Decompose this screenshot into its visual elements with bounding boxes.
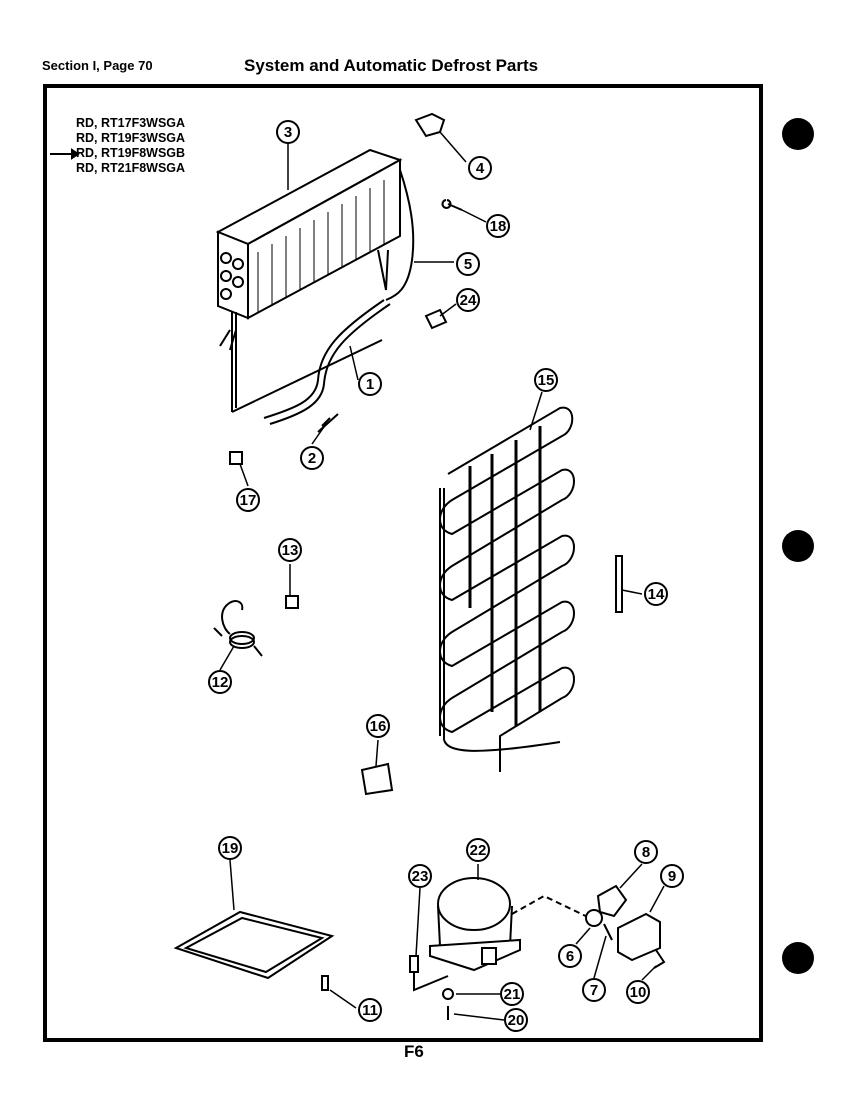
svg-text:19: 19 — [222, 840, 239, 857]
svg-text:13: 13 — [282, 542, 299, 559]
svg-text:1: 1 — [366, 376, 374, 393]
part-16-drawing — [360, 762, 394, 796]
support-lines — [413, 972, 449, 992]
callout-18: 18 — [486, 214, 510, 238]
callout-21: 21 — [500, 982, 524, 1006]
svg-text:9: 9 — [668, 868, 676, 885]
model-item: RD, RT19F8WSGB — [76, 146, 186, 160]
section-page-label: Section I, Page 70 — [42, 58, 153, 73]
callout-13: 13 — [278, 538, 302, 562]
callout-9: 9 — [660, 864, 684, 888]
model-item: RD, RT19F3WSGA — [76, 131, 186, 145]
callout-8: 8 — [634, 840, 658, 864]
callout-24: 24 — [456, 288, 480, 312]
svg-text:11: 11 — [362, 1002, 378, 1019]
part-2-drawing — [317, 413, 339, 433]
svg-text:5: 5 — [464, 256, 472, 273]
svg-text:16: 16 — [370, 718, 387, 735]
svg-text:3: 3 — [284, 124, 292, 141]
svg-text:2: 2 — [308, 450, 316, 467]
punch-hole — [782, 118, 814, 150]
callout-7: 7 — [582, 978, 606, 1002]
part-18-drawing — [441, 199, 463, 211]
part-9-drawing — [617, 912, 661, 962]
callout-22: 22 — [466, 838, 490, 862]
part-7-drawing — [603, 923, 613, 941]
callout-10: 10 — [626, 980, 650, 1004]
svg-text:8: 8 — [642, 844, 650, 861]
svg-text:20: 20 — [508, 1012, 525, 1029]
part-13-drawing — [285, 595, 299, 609]
compressor-drawing — [429, 877, 521, 972]
svg-text:12: 12 — [212, 674, 229, 691]
model-item: RD, RT17F3WSGA — [76, 116, 186, 130]
callout-14: 14 — [644, 582, 668, 606]
part-17-drawing — [229, 451, 243, 465]
part-8-drawing — [596, 884, 628, 918]
callout-12: 12 — [208, 670, 232, 694]
svg-text:4: 4 — [476, 160, 485, 177]
callout-6: 6 — [558, 944, 582, 968]
callout-5: 5 — [456, 252, 480, 276]
condenser-drawing — [439, 406, 575, 772]
svg-text:21: 21 — [504, 986, 521, 1003]
part-19-drawing — [173, 910, 335, 980]
callout-15: 15 — [534, 368, 558, 392]
callout-23: 23 — [408, 864, 432, 888]
callout-11: 11 — [358, 998, 382, 1022]
relay-connection — [511, 894, 595, 921]
defrost-heater-drawing — [219, 249, 391, 425]
callout-19: 19 — [218, 836, 242, 860]
callout-3: 3 — [276, 120, 300, 144]
punch-hole — [782, 942, 814, 974]
punch-hole — [782, 530, 814, 562]
svg-text:17: 17 — [240, 492, 257, 509]
harness-wire-drawing — [385, 169, 415, 301]
callout-17: 17 — [236, 488, 260, 512]
part-21-drawing — [442, 988, 454, 1000]
svg-text:18: 18 — [490, 218, 507, 235]
callout-2: 2 — [300, 446, 324, 470]
svg-text:6: 6 — [566, 948, 574, 965]
svg-text:22: 22 — [470, 842, 487, 859]
callout-20: 20 — [504, 1008, 528, 1032]
model-list: RD, RT17F3WSGA RD, RT19F3WSGA RD, RT19F8… — [76, 116, 185, 176]
model-item: RD, RT21F8WSGA — [76, 161, 186, 175]
part-4-drawing — [414, 112, 446, 138]
part-14-drawing — [615, 555, 623, 613]
part-11-drawing — [321, 975, 329, 991]
leader-lines — [219, 131, 665, 1021]
svg-text:14: 14 — [648, 586, 665, 603]
part-23-drawing — [409, 955, 419, 973]
callout-4: 4 — [468, 156, 492, 180]
callout-1: 1 — [358, 372, 382, 396]
svg-text:24: 24 — [460, 292, 477, 309]
page-id-label: F6 — [396, 1042, 432, 1062]
callout-16: 16 — [366, 714, 390, 738]
part-6-drawing — [585, 909, 603, 927]
page-title: System and Automatic Defrost Parts — [244, 56, 539, 75]
model-pointer-arrowhead — [71, 148, 80, 160]
part-10-drawing — [653, 949, 666, 969]
svg-text:7: 7 — [590, 982, 598, 999]
svg-text:15: 15 — [538, 372, 555, 389]
svg-text:10: 10 — [630, 984, 647, 1001]
part-24-drawing — [424, 308, 448, 330]
diagram-frame — [43, 84, 763, 1042]
part-12-drawing — [213, 600, 263, 657]
evaporator-drawing — [215, 148, 403, 320]
svg-text:23: 23 — [412, 868, 429, 885]
